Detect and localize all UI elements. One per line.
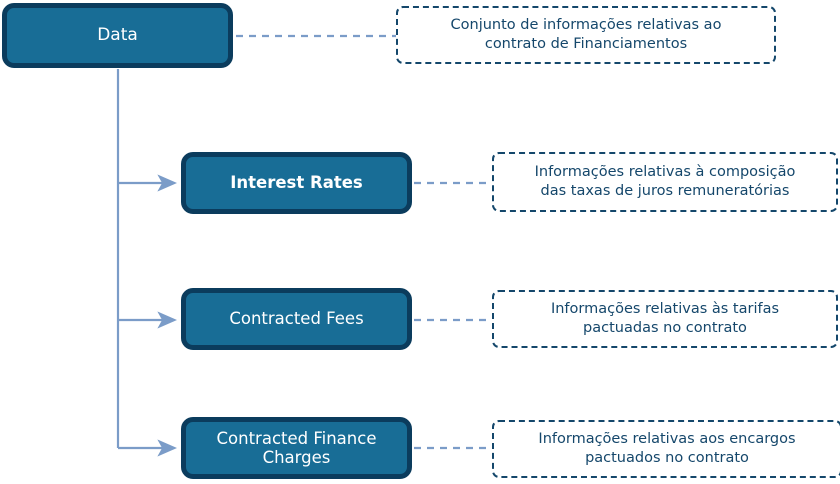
node-contracted-fees-label: Contracted Fees bbox=[229, 309, 364, 329]
node-contracted-finance-charges[interactable]: Contracted Finance Charges bbox=[181, 417, 412, 479]
node-contracted-fees[interactable]: Contracted Fees bbox=[181, 288, 412, 350]
note-contracted-finance-charges-text: Informações relativas aos encargos pactu… bbox=[538, 430, 796, 466]
node-data-label: Data bbox=[97, 25, 138, 46]
node-interest-rates[interactable]: Interest Rates bbox=[181, 152, 412, 214]
node-interest-rates-label: Interest Rates bbox=[230, 173, 363, 193]
note-data: Conjunto de informações relativas ao con… bbox=[396, 6, 776, 64]
note-interest-rates: Informações relativas à composição das t… bbox=[492, 152, 838, 212]
node-data[interactable]: Data bbox=[2, 3, 233, 68]
node-contracted-finance-charges-label: Contracted Finance Charges bbox=[216, 428, 377, 467]
note-contracted-fees-text: Informações relativas às tarifas pactuad… bbox=[550, 300, 780, 336]
note-contracted-finance-charges: Informações relativas aos encargos pactu… bbox=[492, 420, 840, 478]
note-data-text: Conjunto de informações relativas ao con… bbox=[450, 16, 722, 52]
note-contracted-fees: Informações relativas às tarifas pactuad… bbox=[492, 290, 838, 348]
note-interest-rates-text: Informações relativas à composição das t… bbox=[534, 163, 796, 199]
